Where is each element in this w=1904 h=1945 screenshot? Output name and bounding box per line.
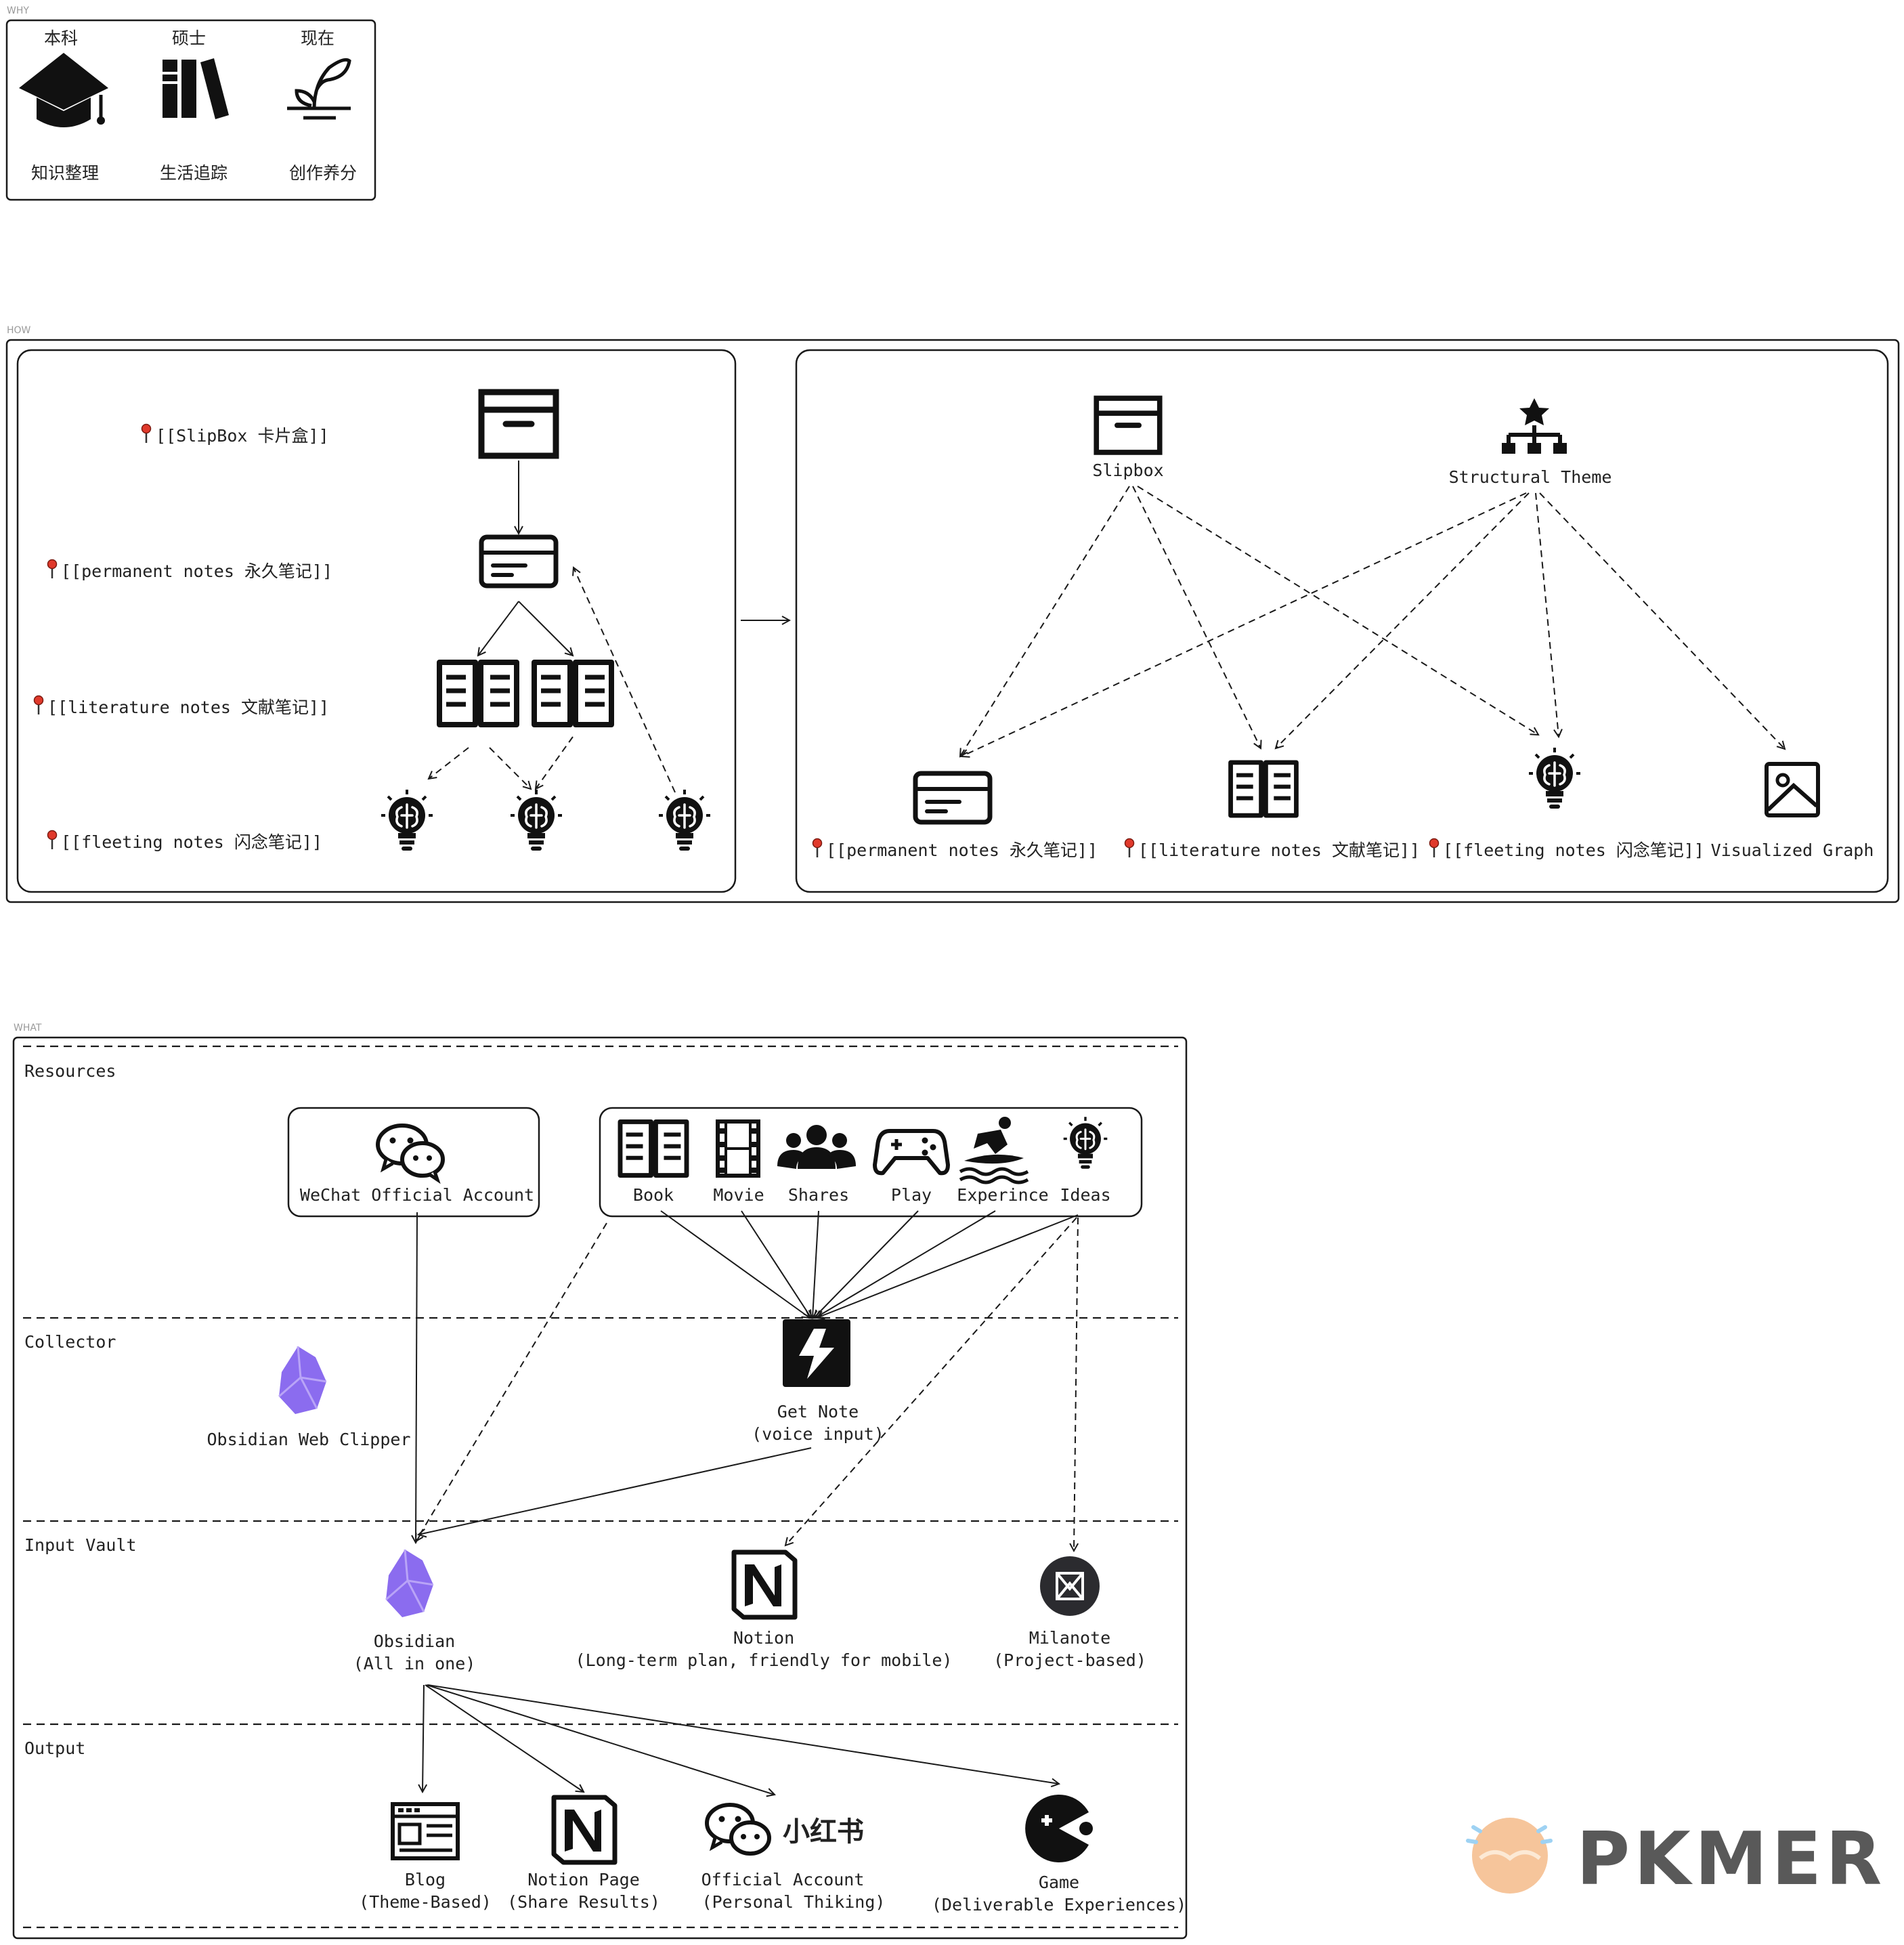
lane-resources: Resources: [24, 1061, 116, 1081]
how-label-fleeting: [[fleeting notes 闪念笔记]]: [61, 832, 322, 852]
slipbox-icon: [1096, 398, 1160, 452]
notion-page-label-2: (Share Results): [507, 1892, 660, 1912]
fleeting-note-icon: [1528, 746, 1582, 810]
blog-icon: [391, 1802, 460, 1860]
how-left-panel: [16, 349, 737, 893]
game-label-1: Game: [1039, 1873, 1079, 1892]
resource-ideas: Ideas: [1060, 1185, 1110, 1205]
how-right-structural: Structural Theme: [1449, 467, 1612, 487]
obsidian-icon: [385, 1548, 435, 1619]
how-label-permanent: [[permanent notes 永久笔记]]: [61, 561, 332, 581]
notion-label-1: Notion: [733, 1628, 794, 1648]
pin-icon: [1124, 838, 1135, 859]
lane-output: Output: [24, 1738, 85, 1758]
pkmer-watermark: PKMER: [1576, 1817, 1886, 1902]
literature-note-icon: [439, 662, 517, 725]
pacman-icon: [1025, 1795, 1093, 1862]
why-label-life: 生活追踪: [160, 163, 228, 183]
clipper-label: Obsidian Web Clipper: [207, 1430, 410, 1449]
sprout-icon: [287, 58, 351, 120]
notion-page-icon: [551, 1795, 618, 1865]
why-label-knowledge: 知识整理: [31, 163, 99, 183]
pin-icon: [1429, 838, 1440, 859]
section-label-what: WHAT: [14, 1023, 42, 1033]
official-label-2: (Personal Thiking): [702, 1892, 886, 1912]
notion-label-2: (Long-term plan, friendly for mobile): [576, 1650, 953, 1670]
resource-play: Play: [891, 1185, 932, 1205]
resource-shares: Shares: [788, 1185, 849, 1205]
section-label-why: WHY: [7, 5, 29, 16]
fleeting-note-icon: [380, 788, 434, 852]
blog-label-2: (Theme-Based): [359, 1892, 492, 1912]
how-right-fleeting: [[fleeting notes 闪念笔记]]: [1443, 840, 1704, 860]
how-label-slipbox: [[SlipBox 卡片盒]]: [156, 426, 329, 446]
wechat-label: WeChat Official Account: [300, 1185, 534, 1205]
milanote-icon: [1040, 1556, 1100, 1616]
resource-book: Book: [633, 1185, 674, 1205]
pin-icon: [33, 695, 44, 716]
how-right-graph: Visualized Graph: [1711, 840, 1874, 860]
why-label-now: 现在: [301, 28, 334, 48]
game-label-2: (Deliverable Experiences): [932, 1895, 1186, 1915]
milanote-label-1: Milanote: [1029, 1628, 1110, 1648]
getnote-label-1: Get Note: [777, 1402, 859, 1422]
users-icon: [777, 1125, 856, 1169]
lane-input-vault: Input Vault: [24, 1535, 137, 1555]
obsidian-label-1: Obsidian: [374, 1631, 455, 1651]
pin-icon: [812, 838, 823, 859]
getnote-label-2: (voice input): [752, 1424, 884, 1444]
fleeting-note-icon: [509, 788, 563, 852]
why-frame: [5, 19, 376, 201]
wechat-icon: [705, 1803, 771, 1856]
official-label-1: Official Account: [701, 1870, 865, 1889]
pin-icon: [47, 830, 58, 851]
how-right-permanent: [[permanent notes 永久笔记]]: [826, 840, 1098, 860]
how-right-slipbox: Slipbox: [1092, 461, 1163, 480]
fleeting-note-icon: [657, 788, 712, 852]
literature-note-icon: [1231, 763, 1297, 815]
wechat-icon: [376, 1124, 445, 1184]
resources-box: [599, 1107, 1143, 1218]
image-icon: [1765, 762, 1820, 817]
how-right-panel: [795, 349, 1889, 893]
wechat-box: [287, 1107, 540, 1218]
book-icon: [620, 1121, 687, 1175]
what-frame: [12, 1036, 1188, 1940]
permanent-note-icon: [915, 773, 990, 822]
why-label-master: 硕士: [172, 28, 206, 48]
hierarchy-icon: [1502, 398, 1567, 454]
surfing-icon: [959, 1117, 1029, 1184]
blog-label-1: Blog: [405, 1870, 446, 1889]
obsidian-web-clipper-icon: [278, 1345, 328, 1415]
film-icon: [716, 1119, 760, 1178]
obsidian-label-2: (All in one): [353, 1654, 476, 1673]
section-label-how: HOW: [7, 325, 31, 336]
idea-bulb-icon: [1062, 1115, 1109, 1170]
why-label-creation: 创作养分: [289, 163, 357, 183]
gamepad-icon: [873, 1129, 950, 1176]
permanent-note-icon: [481, 537, 556, 586]
get-note-icon: [783, 1319, 850, 1387]
literature-note-icon: [534, 662, 611, 725]
slipbox-icon: [481, 392, 556, 456]
pkmer-logo: [1466, 1818, 1553, 1894]
milanote-label-2: (Project-based): [993, 1650, 1146, 1670]
notion-icon: [731, 1549, 798, 1620]
pin-icon: [47, 559, 58, 580]
graduation-cap-icon: [19, 53, 108, 127]
why-label-undergrad: 本科: [44, 28, 78, 48]
notion-page-label-1: Notion Page: [527, 1870, 640, 1889]
xiaohongshu-logo: 小红书: [783, 1816, 864, 1847]
lane-collector: Collector: [24, 1332, 116, 1352]
pin-icon: [141, 423, 152, 444]
how-frame: [5, 339, 1900, 903]
how-label-literature: [[literature notes 文献笔记]]: [47, 698, 329, 717]
resource-experince: Experince: [957, 1185, 1048, 1205]
how-right-literature: [[literature notes 文献笔记]]: [1138, 840, 1420, 860]
books-icon: [163, 58, 229, 119]
resource-movie: Movie: [713, 1185, 764, 1205]
